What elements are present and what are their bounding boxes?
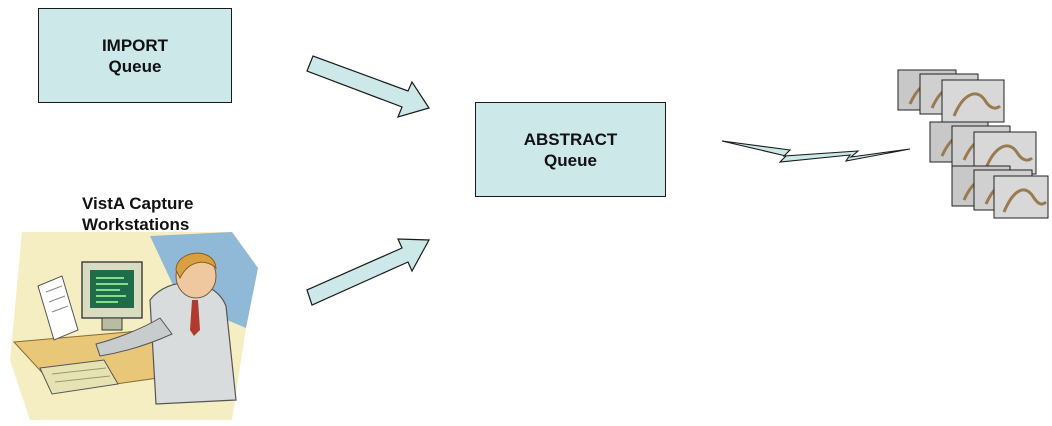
lightning-bolt-icon — [721, 140, 911, 163]
capture-workstations-label: VistA Capture Workstations — [82, 193, 242, 235]
abstract-queue-title: ABSTRACT — [523, 129, 618, 149]
capture-workstations-line1: VistA Capture — [82, 194, 194, 213]
import-to-abstract-arrow — [306, 55, 430, 118]
capture-workstations-line2: Workstations — [82, 215, 190, 234]
import-queue-box: IMPORT Queue — [38, 8, 232, 103]
xray-thumbnails-icon — [897, 69, 1049, 219]
abstract-queue-subtitle: Queue — [544, 150, 597, 170]
workstation-to-abstract-arrow — [306, 238, 430, 306]
person-at-computer-icon — [10, 232, 258, 420]
import-queue-title: IMPORT — [101, 35, 169, 55]
abstract-queue-box: ABSTRACT Queue — [475, 102, 666, 197]
import-queue-subtitle: Queue — [108, 56, 162, 76]
